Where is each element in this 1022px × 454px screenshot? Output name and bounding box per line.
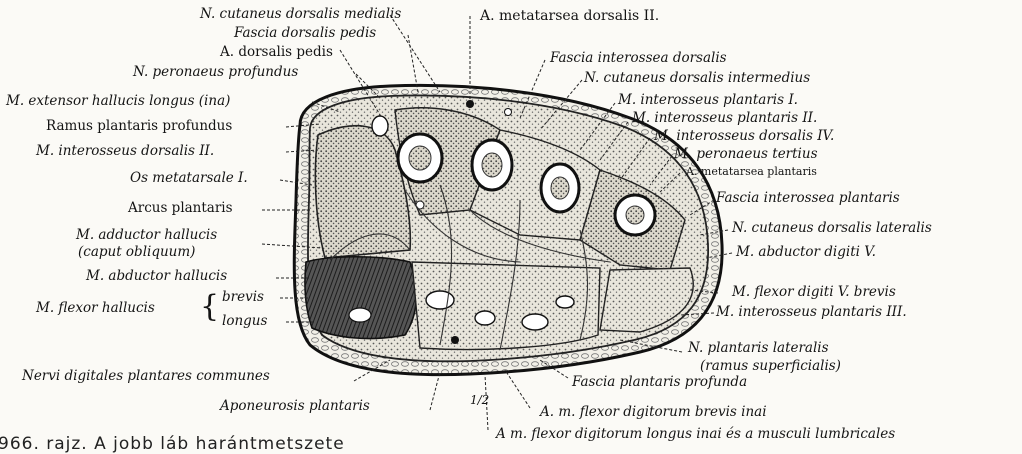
label-m-adductor-hallucis: M. adductor hallucis [76, 229, 217, 243]
tendon-2 [475, 311, 495, 325]
label-a-dorsalis-pedis: A. dorsalis pedis [220, 46, 333, 60]
label-fascia-dorsalis-pedis: Fascia dorsalis pedis [234, 27, 376, 41]
label-os-metatarsale-i: Os metatarsale I. [130, 172, 248, 186]
label-m-abductor-hallucis: M. abductor hallucis [86, 270, 227, 284]
label-m-interosseus-dorsalis-iv: M. interosseus dorsalis IV. [654, 130, 834, 144]
tendon-1 [426, 291, 454, 309]
label-m-interosseus-dorsalis-ii: M. interosseus dorsalis II. [36, 145, 214, 159]
label-m-abductor-digiti-v: M. abductor digiti V. [736, 246, 876, 260]
label-fascia-interossea-dorsalis: Fascia interossea dorsalis [550, 52, 727, 66]
label-fascia-plantaris-profunda: Fascia plantaris profunda [572, 376, 747, 390]
label-n-cutaneus-dorsalis-lateralis: N. cutaneus dorsalis lateralis [732, 222, 932, 236]
abductor-hallucis-muscle [305, 257, 416, 339]
label-scale-half: 1/2 [470, 394, 489, 406]
label-n-plantaris-lateralis: N. plantaris lateralis [688, 342, 829, 356]
label-a-metatarsea-dorsalis-ii: A. metatarsea dorsalis II. [480, 9, 659, 23]
label-n-cutaneus-dorsalis-intermedius: N. cutaneus dorsalis intermedius [584, 72, 810, 86]
label-fascia-interossea-plantaris: Fascia interossea plantaris [716, 192, 900, 206]
label-m-interosseus-plantaris-i: M. interosseus plantaris I. [618, 94, 798, 108]
label-nervi-digitales: Nervi digitales plantares communes [22, 370, 270, 384]
label-a-metatarsea-plantaris: A. metatarsea plantaris [686, 166, 817, 177]
metatarsal-bone-3 [541, 164, 579, 212]
vessel-dorsal-1 [466, 100, 474, 108]
label-brevis: brevis [222, 291, 264, 305]
figure-caption: 966. rajz. A jobb láb harántmetszete [0, 434, 345, 454]
vessel-dorsal-2 [505, 109, 512, 116]
label-n-cutaneus-dorsalis-medialis: N. cutaneus dorsalis medialis [200, 8, 401, 22]
tendon-extensor [372, 116, 388, 136]
label-m-interosseus-plantaris-iii: M. interosseus plantaris III. [716, 306, 907, 320]
label-caput-obliquum: (caput obliquum) [78, 246, 195, 260]
metatarsal-bone-4 [615, 195, 655, 235]
flexor-hallucis-brace: { [200, 292, 219, 322]
metatarsal-bone-2 [472, 140, 512, 190]
label-longus: longus [222, 315, 267, 329]
label-a-m-flexor-longus: A m. flexor digitorum longus inai és a m… [496, 428, 895, 442]
metatarsal-bone-1 [398, 134, 442, 182]
label-m-flexor-digiti-v-brevis: M. flexor digiti V. brevis [732, 286, 896, 300]
tendon-5 [349, 308, 371, 322]
tendon-3 [522, 314, 548, 330]
label-m-peronaeus-tertius: M. peronaeus tertius [674, 148, 818, 162]
label-m-extensor-hallucis-longus: M. extensor hallucis longus (ina) [6, 95, 230, 109]
label-ramus-superficialis: (ramus superficialis) [700, 360, 841, 374]
label-m-flexor-hallucis: M. flexor hallucis [36, 302, 155, 316]
label-a-m-flexor-brevis: A. m. flexor digitorum brevis inai [540, 406, 767, 420]
label-n-peronaeus-profundus: N. peronaeus profundus [133, 66, 298, 80]
label-ramus-plantaris-profundus: Ramus plantaris profundus [46, 120, 232, 134]
label-aponeurosis-plantaris: Aponeurosis plantaris [220, 400, 370, 414]
vessel-plantar [451, 336, 459, 344]
label-m-interosseus-plantaris-ii: M. interosseus plantaris II. [632, 112, 817, 126]
tendon-4 [556, 296, 574, 308]
label-arcus-plantaris: Arcus plantaris [128, 202, 233, 216]
